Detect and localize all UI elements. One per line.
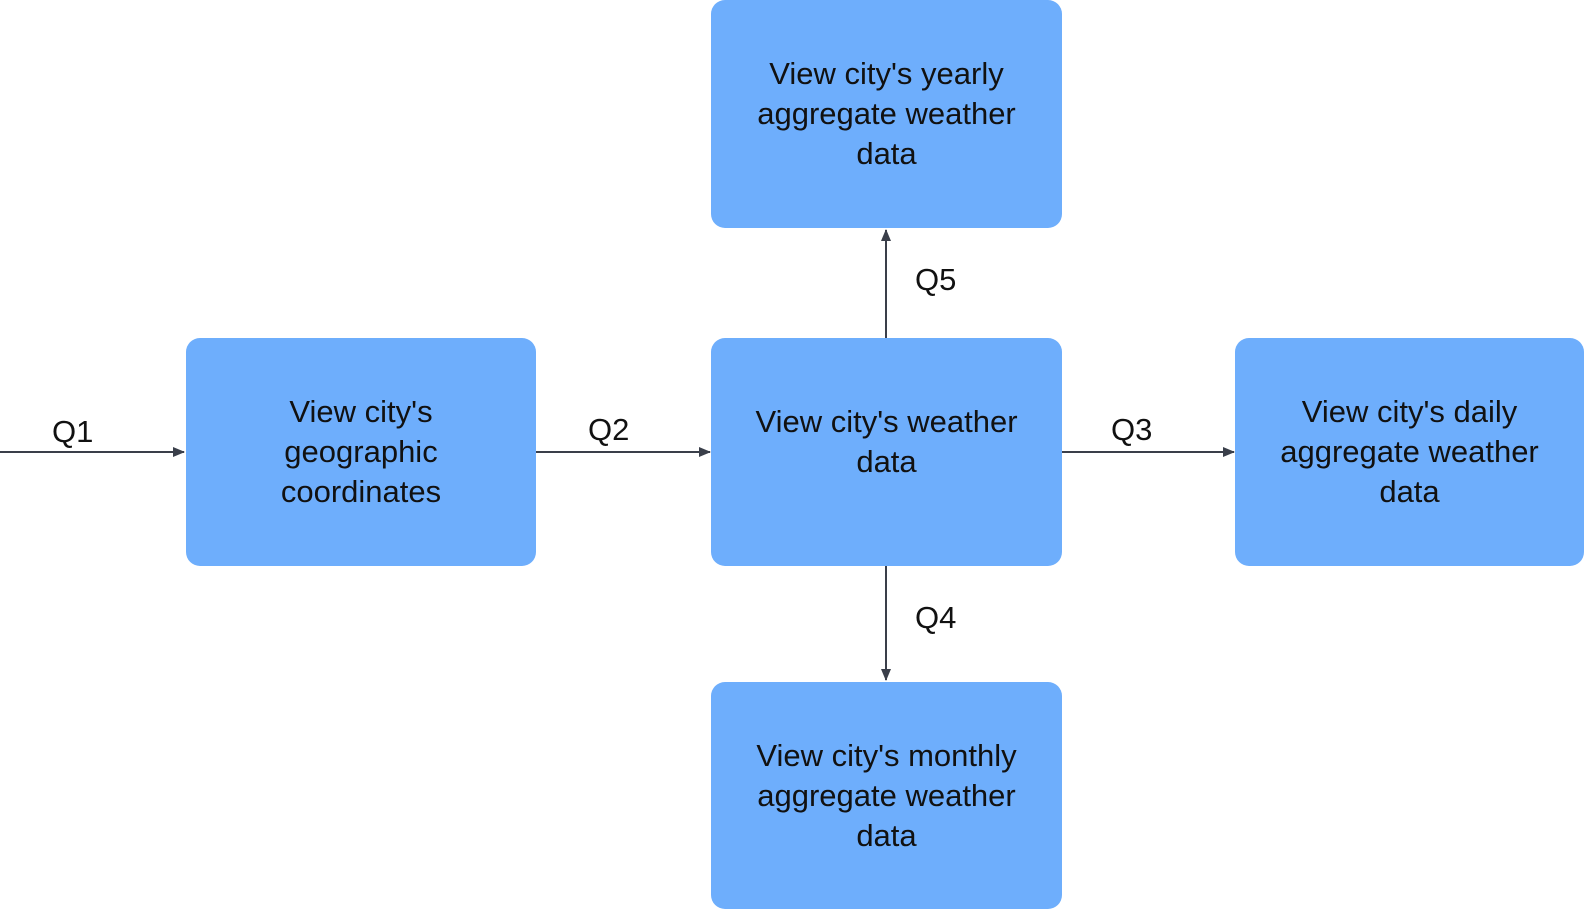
node-monthly-aggregate: View city's monthly aggregate weather da… [711, 682, 1062, 909]
edge-q4-label: Q4 [915, 600, 957, 635]
edge-q2-label: Q2 [588, 412, 630, 447]
node-monthly-aggregate-label: View city's monthly aggregate weather da… [756, 737, 1017, 853]
node-daily-aggregate-label: View city's daily aggregate weather data [1280, 394, 1539, 509]
node-geographic-coordinates: View city's geographic coordinates [186, 338, 536, 566]
edge-q1-label: Q1 [52, 414, 94, 449]
edge-q5-label: Q5 [915, 262, 957, 297]
node-geographic-coordinates-label: View city's geographic coordinates [280, 394, 442, 509]
edge-q3-label: Q3 [1111, 412, 1153, 447]
node-yearly-aggregate-label: View city's yearly aggregate weather dat… [757, 56, 1016, 171]
node-daily-aggregate: View city's daily aggregate weather data [1235, 338, 1584, 566]
node-weather-data: View city's weather data [711, 338, 1062, 566]
node-yearly-aggregate: View city's yearly aggregate weather dat… [711, 0, 1062, 228]
node-weather-data-label: View city's weather data [755, 404, 1018, 479]
